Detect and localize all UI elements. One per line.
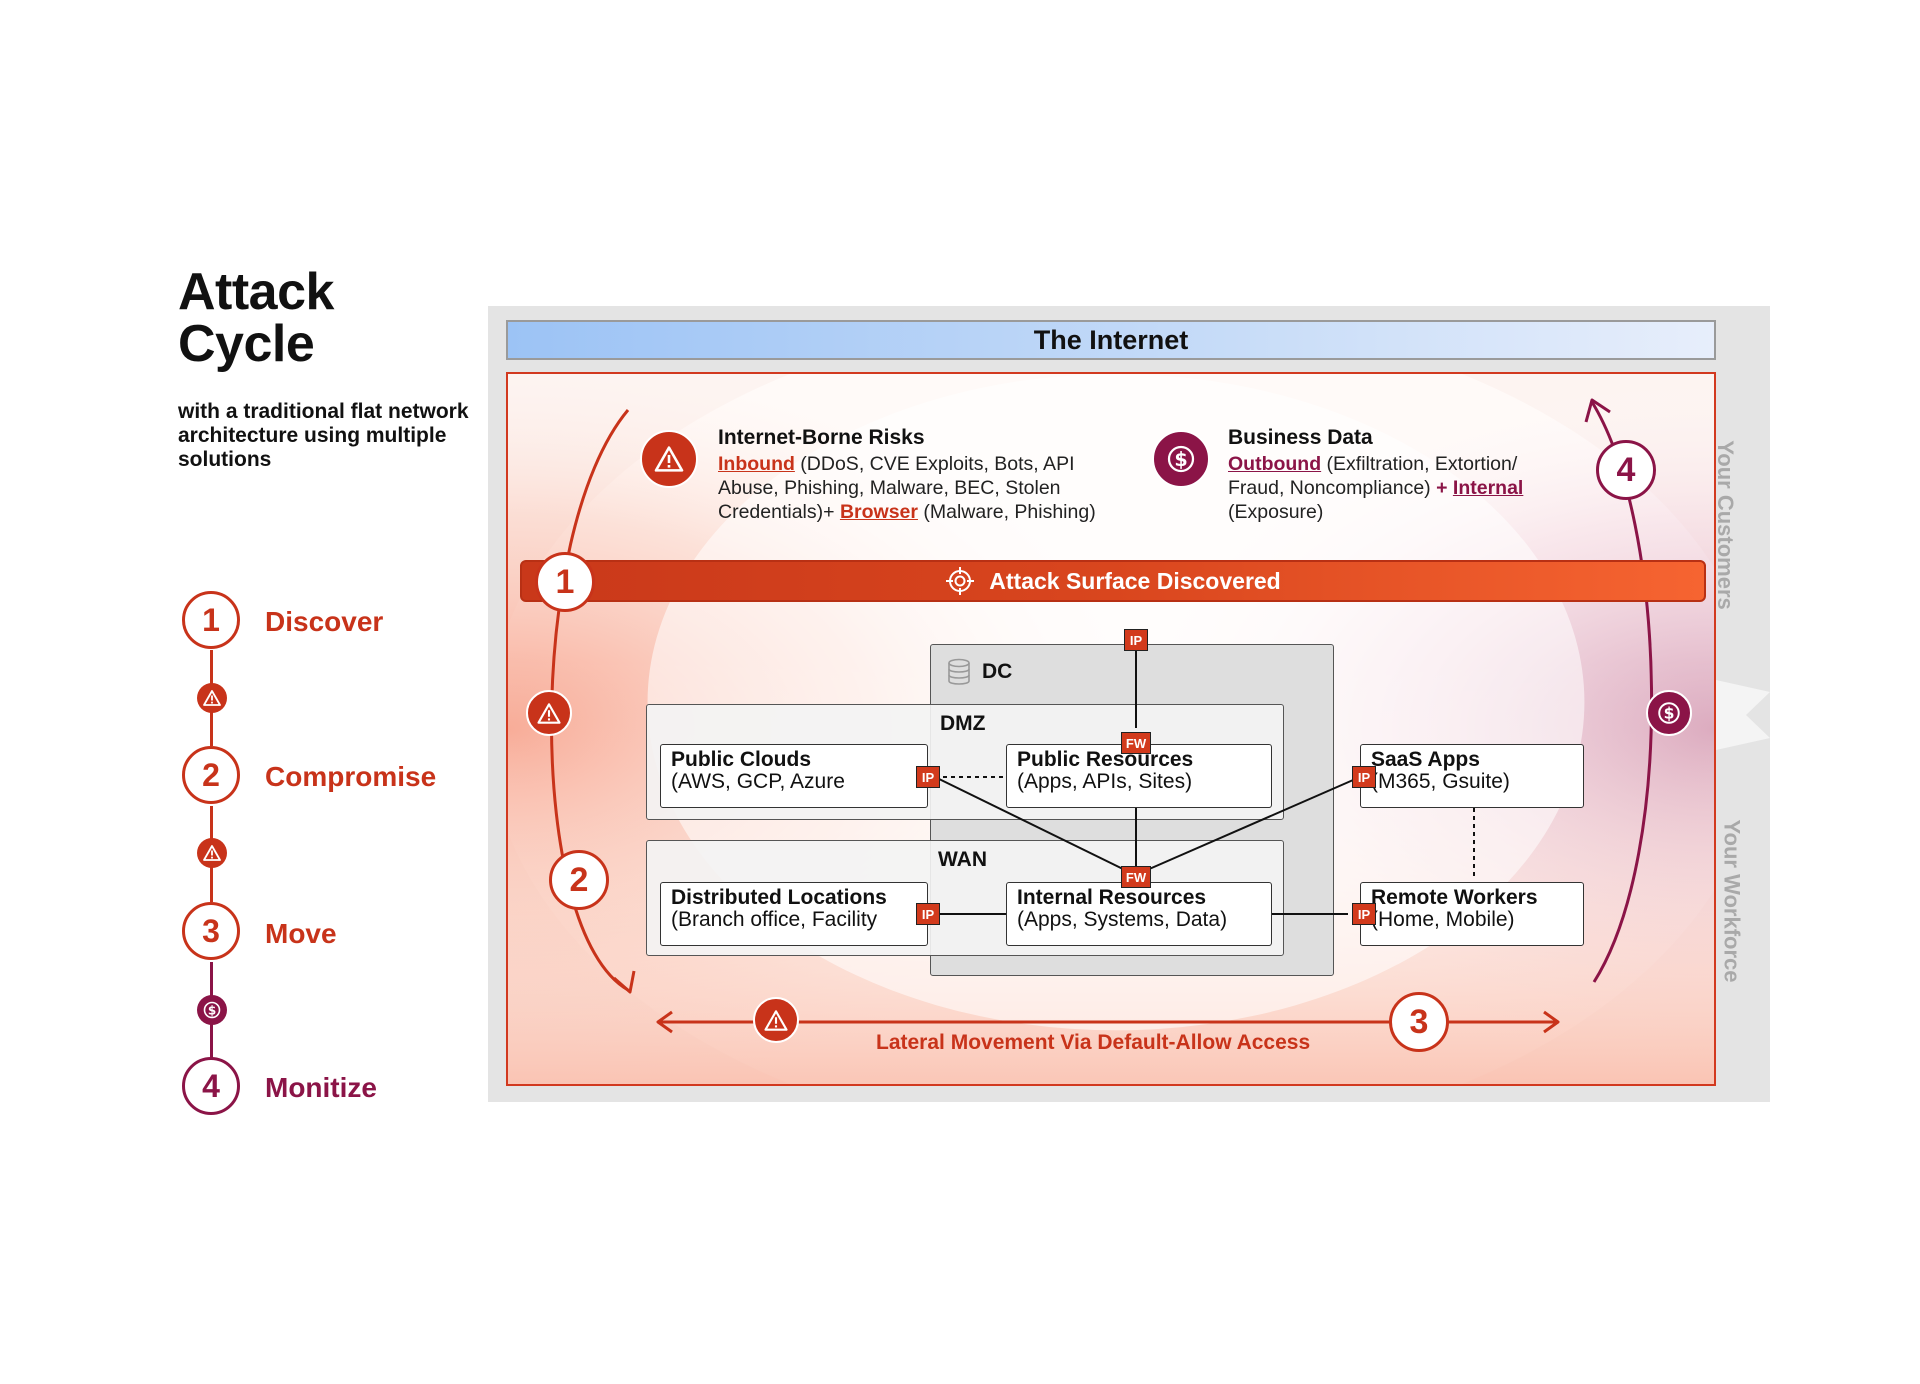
legend-step-3-circle: 3 — [182, 902, 240, 960]
side-notch — [1716, 680, 1770, 750]
warning-icon — [753, 997, 799, 1043]
distributed-locations-detail: (Branch office, Facility — [671, 908, 878, 931]
warning-icon — [640, 430, 698, 488]
target-icon — [946, 567, 975, 595]
public-clouds-box[interactable]: Public Clouds (AWS, GCP, Azure — [660, 744, 928, 808]
legend-subtitle: with a traditional flat network architec… — [178, 400, 469, 471]
saas-apps-box[interactable]: SaaS Apps (M365, Gsuite) — [1360, 744, 1584, 808]
legend-step-1-label: Discover — [265, 606, 384, 637]
dollar-icon: $ — [197, 995, 227, 1025]
legend-step-2-label: Compromise — [265, 761, 437, 792]
inbound-text: (DDoS, CVE Exploits, Bots, API Abuse, Ph… — [718, 453, 1075, 523]
public-resources-detail: (Apps, APIs, Sites) — [1017, 770, 1193, 793]
ip-tag-saas: IP — [1352, 766, 1376, 788]
internet-bar: The Internet — [506, 320, 1716, 360]
attack-surface-label: Attack Surface Discovered — [989, 567, 1281, 594]
internal-link[interactable]: Internal — [1452, 477, 1524, 499]
ip-tag-internet: IP — [1124, 629, 1148, 651]
legend-step-3-label: Move — [265, 918, 337, 949]
public-resources-title: Public Resources — [1017, 748, 1194, 771]
legend-title: Attack Cycle — [178, 266, 334, 370]
legend-step-4-circle: 4 — [182, 1057, 240, 1115]
plus-sign: + — [1436, 477, 1453, 499]
ip-tag-distributed: IP — [916, 903, 940, 925]
outbound-text: (Exfiltration, Extortion/ Fraud, Noncomp… — [1228, 453, 1518, 499]
saas-apps-title: SaaS Apps — [1371, 748, 1480, 771]
cycle-step-4: 4 — [1596, 440, 1656, 500]
internal-resources-detail: (Apps, Systems, Data) — [1017, 908, 1228, 931]
risks-title: Internet-Borne Risks — [718, 426, 925, 449]
legend-step-2-circle: 2 — [182, 746, 240, 804]
distributed-locations-box[interactable]: Distributed Locations (Branch office, Fa… — [660, 882, 928, 946]
ip-tag-remote: IP — [1352, 903, 1376, 925]
legend-step-4-label: Monitize — [265, 1072, 377, 1103]
risks-description: Inbound (DDoS, CVE Exploits, Bots, API A… — [718, 452, 1138, 524]
dollar-icon: $ — [1646, 690, 1692, 736]
saas-apps-detail: (M365, Gsuite) — [1371, 770, 1510, 793]
svg-text:$: $ — [1174, 448, 1187, 471]
database-icon — [948, 658, 970, 685]
dc-label: DC — [982, 660, 1013, 683]
ip-tag-public-clouds: IP — [916, 766, 940, 788]
outbound-link[interactable]: Outbound — [1228, 453, 1322, 475]
lateral-movement-label: Lateral Movement Via Default-Allow Acces… — [876, 1031, 1311, 1054]
legend-title-line1: Attack — [178, 263, 334, 321]
business-description: Outbound (Exfiltration, Extortion/ Fraud… — [1228, 452, 1568, 524]
remote-workers-detail: (Home, Mobile) — [1371, 908, 1515, 931]
dollar-icon: $ — [1152, 430, 1210, 488]
business-title: Business Data — [1228, 426, 1373, 449]
remote-workers-box[interactable]: Remote Workers (Home, Mobile) — [1360, 882, 1584, 946]
internal-resources-title: Internal Resources — [1017, 886, 1207, 909]
internal-resources-box[interactable]: Internal Resources (Apps, Systems, Data) — [1006, 882, 1272, 946]
attack-surface-bar: Attack Surface Discovered — [520, 560, 1706, 602]
public-clouds-title: Public Clouds — [671, 748, 812, 771]
svg-text:$: $ — [1664, 705, 1675, 723]
warning-icon — [526, 690, 572, 736]
cycle-step-2: 2 — [549, 850, 609, 910]
browser-link[interactable]: Browser — [839, 501, 918, 523]
warning-icon — [197, 838, 227, 868]
svg-text:$: $ — [208, 1003, 216, 1017]
legend-step-1-circle: 1 — [182, 591, 240, 649]
distributed-locations-title: Distributed Locations — [671, 886, 887, 909]
wan-label: WAN — [938, 848, 987, 871]
public-clouds-detail: (AWS, GCP, Azure — [671, 770, 845, 793]
internal-text: (Exposure) — [1228, 501, 1324, 523]
dmz-label: DMZ — [940, 712, 986, 735]
cycle-step-3: 3 — [1389, 992, 1449, 1052]
inbound-link[interactable]: Inbound — [718, 453, 795, 475]
warning-icon — [197, 683, 227, 713]
legend-title-line2: Cycle — [178, 315, 315, 373]
fw-tag-wan: FW — [1121, 866, 1151, 888]
remote-workers-title: Remote Workers — [1371, 886, 1538, 909]
browser-text: (Malware, Phishing) — [917, 501, 1096, 523]
public-resources-box[interactable]: Public Resources (Apps, APIs, Sites) — [1006, 744, 1272, 808]
fw-tag-dmz: FW — [1121, 732, 1151, 754]
cycle-step-1: 1 — [535, 552, 595, 612]
